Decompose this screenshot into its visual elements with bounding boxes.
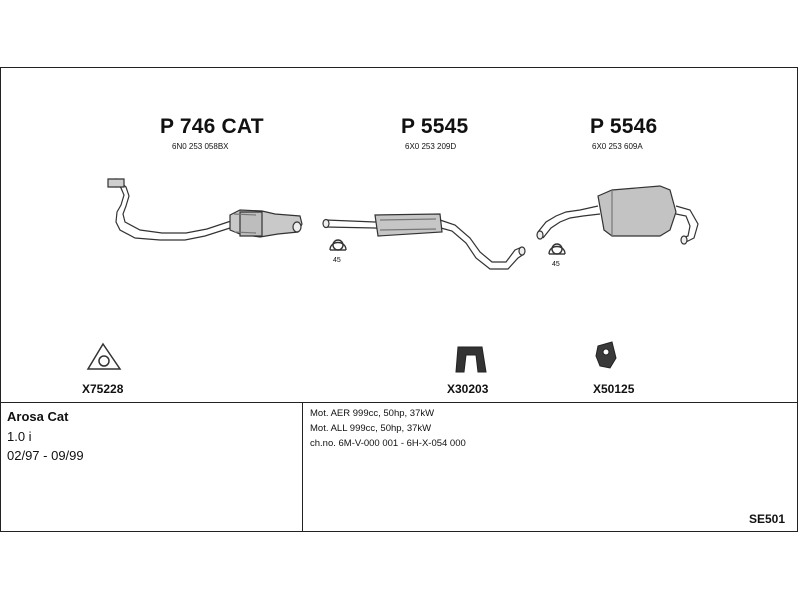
oem-number-middle-silencer: 6X0 253 209D xyxy=(405,142,457,151)
clamp-size-label: 45 xyxy=(333,257,341,264)
part-number-middle-silencer: P 5545 xyxy=(401,115,469,138)
front-pipe-with-catalyst xyxy=(107,178,303,241)
vehicle-years: 02/97 - 09/99 xyxy=(7,448,84,463)
chassis-number-line: ch.no. 6M-V-000 001 - 6H-X-054 000 xyxy=(310,438,466,449)
horizontal-divider xyxy=(0,402,798,403)
engine-spec-line: Mot. AER 999cc, 50hp, 37kW xyxy=(310,408,435,419)
vertical-divider xyxy=(302,402,303,532)
middle-silencer xyxy=(322,213,526,270)
diagram-frame xyxy=(0,67,798,532)
part-number-rear-silencer: P 5546 xyxy=(590,115,658,138)
vehicle-model: Arosa Cat xyxy=(7,409,69,424)
engine-spec-line: Mot. ALL 999cc, 50hp, 37kW xyxy=(310,423,432,434)
clamp-icon xyxy=(548,243,566,255)
accessory-code-hanger: X30203 xyxy=(447,382,489,396)
mounting-bracket-icon xyxy=(595,341,617,369)
clamp-size-label: 45 xyxy=(552,261,560,268)
rubber-hanger-icon xyxy=(455,346,487,373)
set-code: SE501 xyxy=(749,512,786,526)
vehicle-engine: 1.0 i xyxy=(7,429,32,444)
accessory-code-bracket: X50125 xyxy=(593,382,635,396)
oem-number-front-pipe: 6N0 253 058BX xyxy=(172,142,229,151)
rear-silencer xyxy=(536,185,699,245)
oem-number-rear-silencer: 6X0 253 609A xyxy=(592,142,643,151)
accessory-code-gasket: X75228 xyxy=(82,382,124,396)
clamp-icon xyxy=(329,239,347,251)
gasket-icon xyxy=(86,342,122,370)
part-number-front-pipe: P 746 CAT xyxy=(160,115,264,138)
